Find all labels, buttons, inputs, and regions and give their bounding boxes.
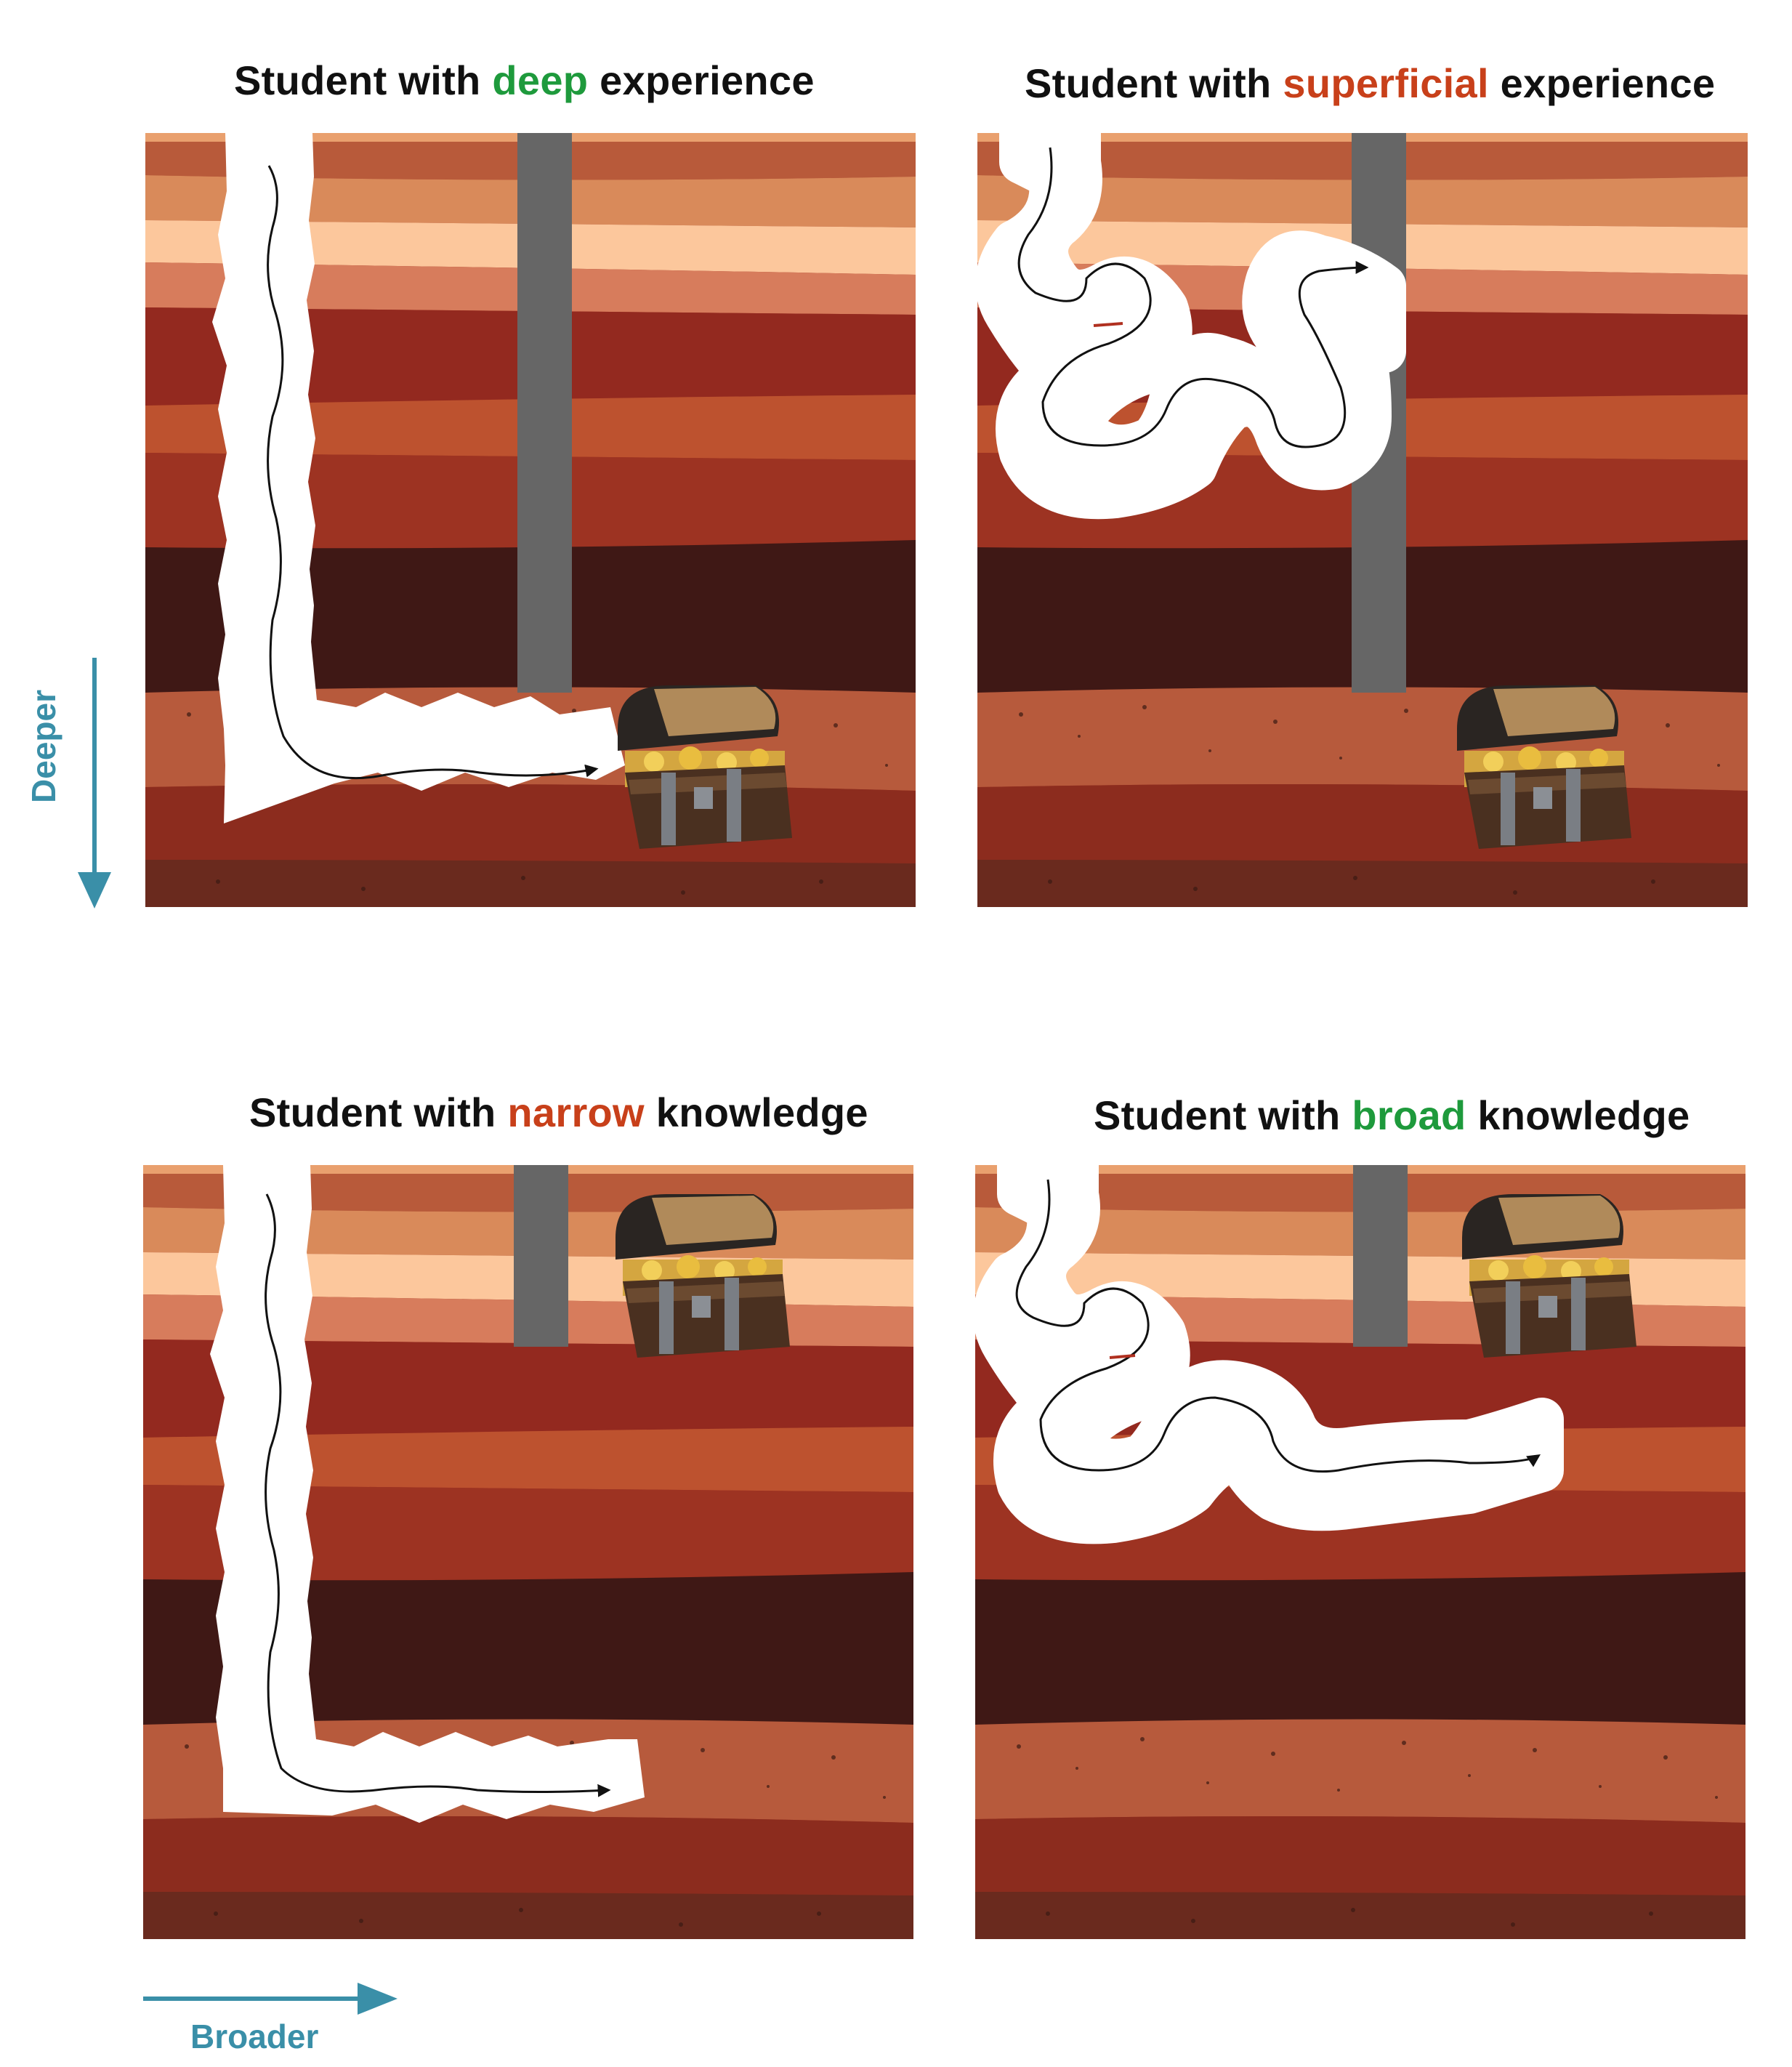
arrow-down-icon (78, 658, 111, 908)
axis-label-vertical: Deeper (25, 690, 62, 803)
panel-title-superficial: Student with superficial experience (1025, 60, 1715, 107)
panel-title-narrow: Student with narrow knowledge (249, 1089, 868, 1136)
treasure-chest-icon (1462, 1194, 1636, 1358)
panel-broad (975, 1165, 1745, 1939)
title-keyword: deep (492, 57, 589, 103)
title-keyword: superficial (1283, 60, 1489, 106)
tunnel-path (210, 1165, 645, 1823)
panel-deep (145, 133, 916, 907)
title-suffix: knowledge (1466, 1092, 1690, 1138)
panel-title-deep: Student with deep experience (234, 57, 815, 104)
title-suffix: experience (588, 57, 815, 103)
title-prefix: Student with (249, 1089, 508, 1135)
tunnel-path (977, 133, 1406, 520)
treasure-chest-icon (616, 1194, 790, 1358)
title-prefix: Student with (1025, 60, 1283, 106)
panel-title-broad: Student with broad knowledge (1094, 1092, 1690, 1139)
title-prefix: Student with (234, 57, 493, 103)
axis-horizontal (143, 1977, 405, 2020)
tunnel-path (212, 133, 625, 823)
panel-superficial (977, 133, 1748, 907)
axis-vertical (69, 658, 120, 912)
treasure-chest-icon (1457, 685, 1631, 849)
wall (1353, 1165, 1408, 1347)
axis-label-horizontal: Broader (190, 2018, 319, 2055)
treasure-chest-icon (618, 685, 792, 849)
arrow-right-icon (143, 1983, 397, 2015)
wall (517, 133, 572, 693)
title-prefix: Student with (1094, 1092, 1352, 1138)
wall (514, 1165, 568, 1347)
title-suffix: experience (1488, 60, 1716, 106)
title-suffix: knowledge (644, 1089, 868, 1135)
panel-narrow (143, 1165, 913, 1939)
title-keyword: broad (1352, 1092, 1466, 1138)
title-keyword: narrow (507, 1089, 645, 1135)
